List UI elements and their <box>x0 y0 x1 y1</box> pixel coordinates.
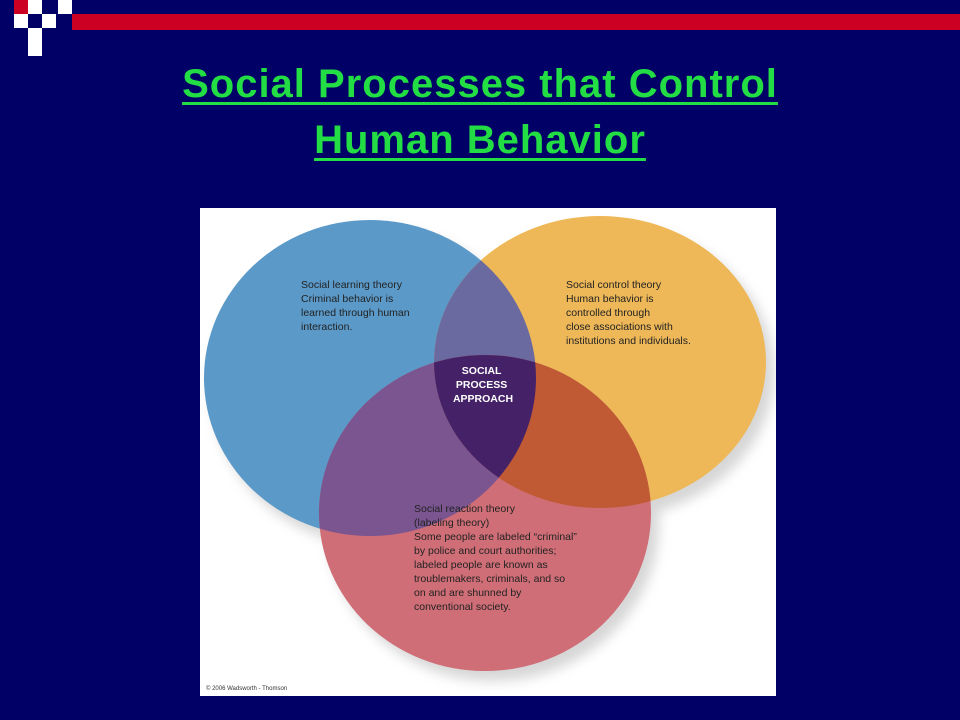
reaction-heading: Social reaction theory <box>414 503 516 515</box>
control-line: controlled through <box>566 307 650 319</box>
control-line: institutions and individuals. <box>566 335 691 347</box>
center-label: SOCIAL PROCESS APPROACH <box>453 365 513 405</box>
reaction-line: Some people are labeled “criminal” <box>414 531 577 543</box>
title-line-1: Social Processes that Control <box>182 62 778 106</box>
control-reaction-overlap <box>434 355 651 508</box>
white-square <box>42 14 56 28</box>
venn-diagram-figure: SOCIAL PROCESS APPROACH Social learning … <box>200 208 776 696</box>
learning-line: Criminal behavior is <box>301 293 393 305</box>
reaction-line: by police and court authorities; <box>414 545 556 557</box>
white-square <box>28 28 42 42</box>
center-line: SOCIAL <box>462 365 502 377</box>
learning-heading: Social learning theory <box>301 279 403 291</box>
white-square <box>58 0 72 14</box>
control-line: Human behavior is <box>566 293 654 305</box>
white-square <box>28 42 42 56</box>
center-line: APPROACH <box>453 393 513 405</box>
control-line: close associations with <box>566 321 673 333</box>
reaction-line: troublemakers, criminals, and so <box>414 573 565 585</box>
learning-line: interaction. <box>301 321 352 333</box>
center-line: PROCESS <box>456 379 507 391</box>
red-header-bar <box>72 14 960 30</box>
control-text: Social control theory Human behavior is … <box>566 279 691 347</box>
copyright-note: © 2006 Wadsworth - Thomson <box>206 686 288 692</box>
red-square <box>14 0 28 14</box>
venn-diagram: SOCIAL PROCESS APPROACH Social learning … <box>204 216 774 681</box>
reaction-line: conventional society. <box>414 601 511 613</box>
title-line-2: Human Behavior <box>314 118 646 162</box>
learning-text: Social learning theory Criminal behavior… <box>301 279 413 333</box>
learning-line: learned through human <box>301 307 410 319</box>
reaction-heading: (labeling theory) <box>414 517 489 529</box>
white-square <box>14 14 28 28</box>
reaction-line: labeled people are known as <box>414 559 548 571</box>
reaction-text: Social reaction theory (labeling theory)… <box>414 503 580 613</box>
white-square <box>28 0 42 14</box>
control-heading: Social control theory <box>566 279 662 291</box>
reaction-line: on and are shunned by <box>414 587 522 599</box>
corner-squares-decoration <box>14 0 960 56</box>
